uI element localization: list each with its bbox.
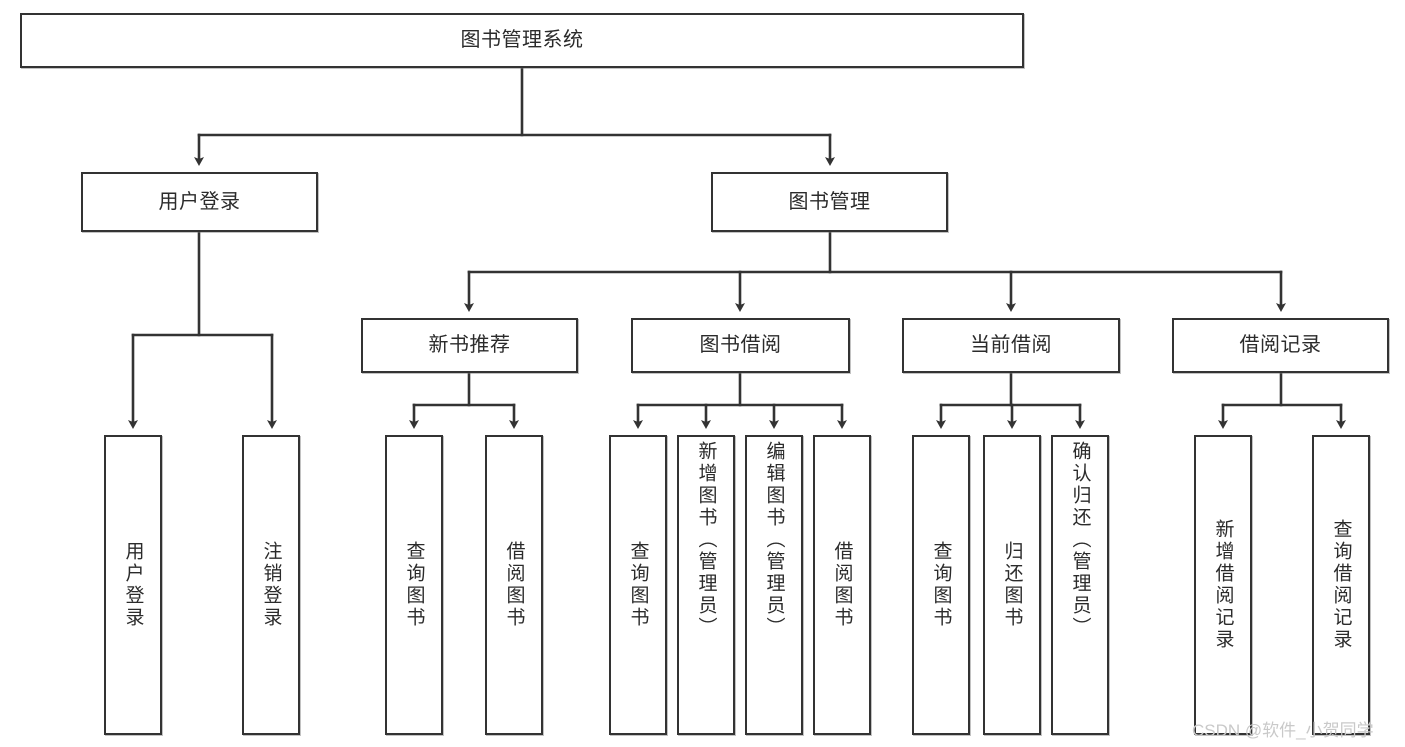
node-leaf-edit-book-label: 编辑图书（管理员） xyxy=(763,441,785,639)
node-leaf-query-record-label: 查询借阅记录 xyxy=(1330,519,1352,651)
node-leaf-borrow-book-rec-label: 借阅图书 xyxy=(503,541,525,629)
watermark-csdn: CSDN @软件_小贺同学 xyxy=(1192,721,1374,740)
node-leaf-user-logout[interactable]: 注销登录 xyxy=(242,435,300,735)
node-leaf-confirm-return[interactable]: 确认归还（管理员） xyxy=(1051,435,1109,735)
node-leaf-query-book-cb-label: 查询图书 xyxy=(930,541,952,629)
node-leaf-borrow-book-bb-label: 借阅图书 xyxy=(831,541,853,629)
node-root-label: 图书管理系统 xyxy=(460,29,584,51)
node-leaf-borrow-book-rec[interactable]: 借阅图书 xyxy=(485,435,543,735)
node-leaf-return-book-label: 归还图书 xyxy=(1001,541,1023,629)
node-book-manage-label: 图书管理 xyxy=(788,190,871,213)
node-leaf-return-book[interactable]: 归还图书 xyxy=(983,435,1041,735)
node-leaf-query-book-cb[interactable]: 查询图书 xyxy=(912,435,970,735)
node-book-borrow[interactable]: 图书借阅 xyxy=(631,318,850,373)
node-leaf-query-book-rec-label: 查询图书 xyxy=(403,541,425,629)
node-leaf-confirm-return-label: 确认归还（管理员） xyxy=(1069,441,1091,639)
node-leaf-user-login[interactable]: 用户登录 xyxy=(104,435,162,735)
node-leaf-query-record[interactable]: 查询借阅记录 xyxy=(1312,435,1370,735)
node-new-book-rec-label: 新书推荐 xyxy=(428,334,511,356)
node-leaf-query-book-bb[interactable]: 查询图书 xyxy=(609,435,667,735)
node-borrow-record-label: 借阅记录 xyxy=(1239,334,1322,356)
node-leaf-add-book[interactable]: 新增图书（管理员） xyxy=(677,435,735,735)
node-leaf-query-book-bb-label: 查询图书 xyxy=(627,541,649,629)
node-current-borrow-label: 当前借阅 xyxy=(970,334,1052,356)
node-borrow-record[interactable]: 借阅记录 xyxy=(1172,318,1389,373)
node-leaf-add-book-label: 新增图书（管理员） xyxy=(695,441,717,639)
node-book-manage[interactable]: 图书管理 xyxy=(711,172,948,232)
node-leaf-user-logout-label: 注销登录 xyxy=(260,541,282,629)
node-user-login-label: 用户登录 xyxy=(158,190,241,213)
node-book-borrow-label: 图书借阅 xyxy=(699,334,782,356)
node-leaf-add-record-label: 新增借阅记录 xyxy=(1212,519,1234,651)
node-user-login[interactable]: 用户登录 xyxy=(81,172,318,232)
node-root[interactable]: 图书管理系统 xyxy=(20,13,1024,68)
node-leaf-query-book-rec[interactable]: 查询图书 xyxy=(385,435,443,735)
node-leaf-edit-book[interactable]: 编辑图书（管理员） xyxy=(745,435,803,735)
node-new-book-rec[interactable]: 新书推荐 xyxy=(361,318,578,373)
node-current-borrow[interactable]: 当前借阅 xyxy=(902,318,1120,373)
node-leaf-user-login-label: 用户登录 xyxy=(122,541,144,629)
node-leaf-add-record[interactable]: 新增借阅记录 xyxy=(1194,435,1252,735)
node-leaf-borrow-book-bb[interactable]: 借阅图书 xyxy=(813,435,871,735)
